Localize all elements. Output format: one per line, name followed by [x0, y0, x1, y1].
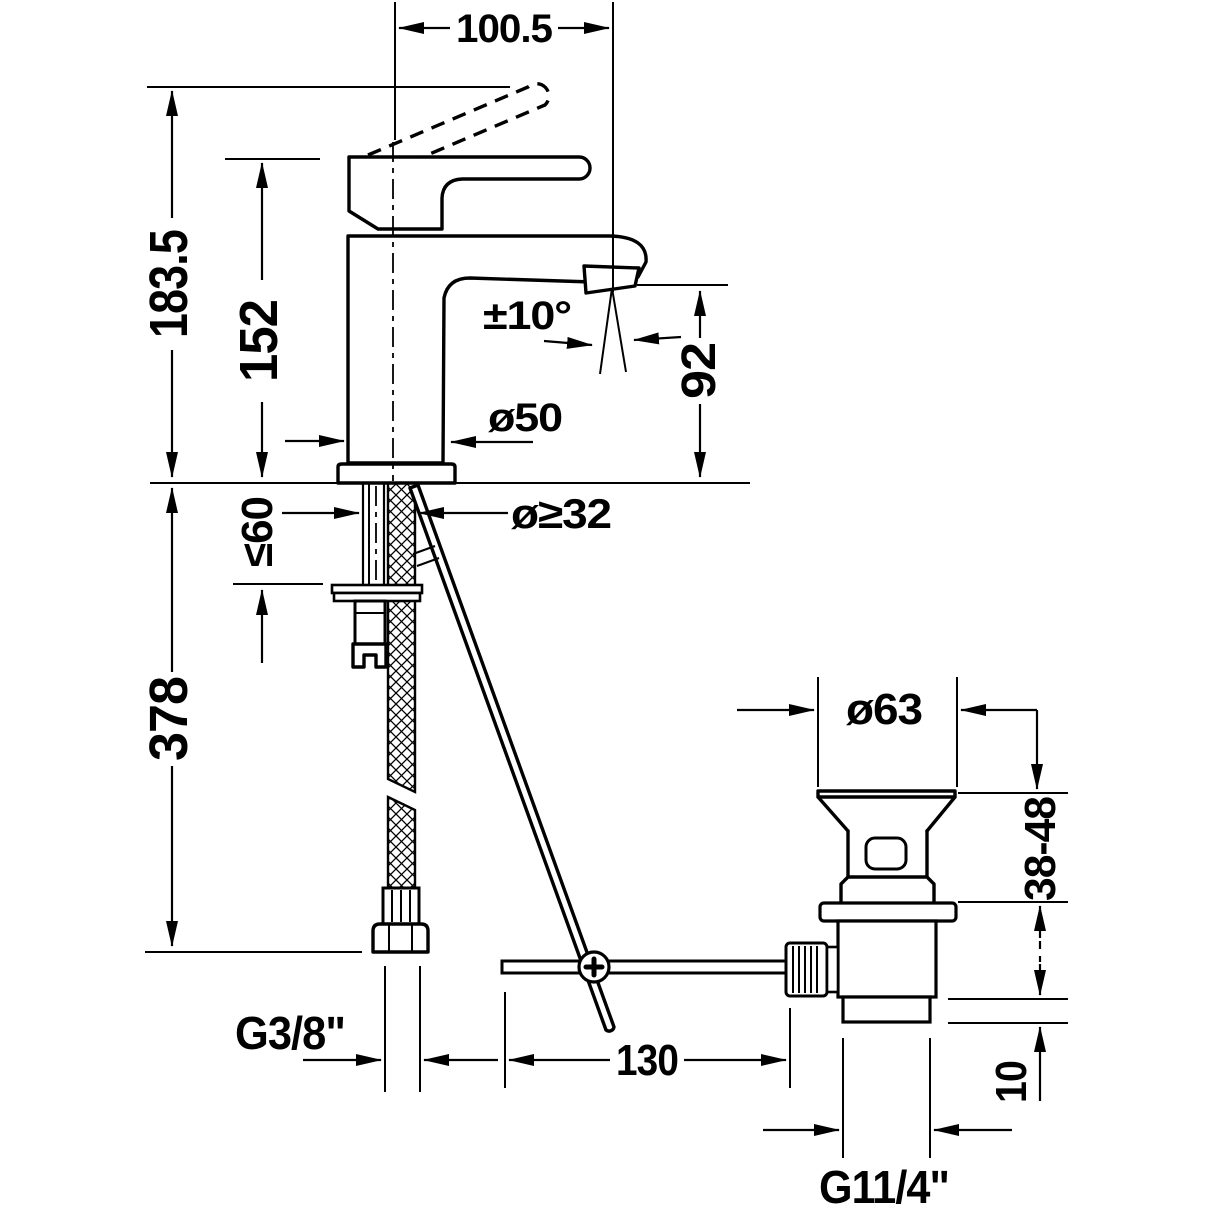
faucet-handle-raised-dashed: [367, 81, 551, 175]
dim-label-overall-height: 183.5: [139, 230, 199, 338]
rod-break-tick: [412, 545, 436, 555]
dim-label-spout-height: 92: [673, 343, 726, 399]
drain-assembly: [784, 789, 958, 1024]
faucet-base: [336, 462, 457, 485]
dim-label-flange-diameter: ø63: [846, 685, 922, 734]
shank-end-fitting: [351, 642, 388, 669]
faucet: [336, 81, 648, 598]
dim-label-clamping-range: 38-48: [1016, 796, 1065, 901]
pop-up-rod: [408, 483, 789, 1033]
horizontal-lever-rod: [500, 959, 789, 975]
dim-spout-height: 92: [637, 284, 728, 478]
drain-thread-ring: [841, 995, 932, 1024]
dim-label-rod-length: 130: [616, 1036, 678, 1085]
hose-lower-section: [386, 795, 417, 890]
dim-below-deck-length: 378: [139, 487, 362, 953]
dim-label-hole-diameter: ø≥32: [511, 490, 611, 537]
dim-hole-diameter: ø≥32: [282, 490, 612, 537]
drain-lower-flange: [818, 901, 958, 923]
knurl-collar: [825, 945, 840, 994]
dim-deck-thickness: ≤60: [233, 497, 323, 663]
drain-neck: [846, 829, 929, 879]
pull-rod-diagonal: [408, 483, 616, 1033]
hose-end-nut: [371, 922, 430, 954]
faucet-aerator: [582, 264, 641, 295]
dim-label-swivel-angle: ±10°: [483, 294, 571, 338]
dim-swivel-angle: ±10°: [483, 287, 682, 375]
dim-clamping-range: 38-48: [958, 710, 1068, 996]
drain-overflow-window: [864, 836, 908, 871]
pivot-cross-icon: [583, 956, 605, 978]
drain-tailpiece: [836, 919, 938, 999]
dim-flange-diameter: ø63: [737, 677, 1037, 787]
dim-height-to-lever: 152: [225, 158, 320, 478]
dim-label-body-diameter: ø50: [488, 396, 562, 440]
supply-hose: [371, 481, 430, 954]
dim-top-span: 100.5: [394, 2, 614, 292]
dim-rod-length: 130: [504, 992, 791, 1088]
drain-body-flare: [839, 875, 936, 905]
drain-flange: [816, 789, 957, 833]
dim-body-diameter: ø50: [285, 396, 563, 448]
mounting-nut: [353, 599, 387, 646]
dim-label-deck-thickness: ≤60: [233, 497, 282, 567]
dim-label-below-deck-length: 378: [139, 677, 199, 761]
dim-supply-connection: G3/8": [235, 966, 498, 1092]
faucet-handle: [347, 155, 592, 231]
dim-overall-height: 183.5: [139, 86, 510, 478]
dim-label-top-span: 100.5: [456, 7, 553, 51]
dim-label-drain-connection: G11/4": [819, 1161, 949, 1213]
hose-upper-section: [386, 481, 417, 794]
mounting-hardware: [330, 483, 424, 669]
rod-break-tick: [416, 557, 440, 567]
dim-tailpiece-step: 10: [948, 998, 1068, 1103]
dim-drain-connection: G11/4": [763, 1038, 1012, 1213]
dim-label-tailpiece-step: 10: [987, 1061, 1036, 1103]
dim-label-height-to-lever: 152: [229, 300, 289, 382]
dim-label-supply-connection: G3/8": [235, 1007, 345, 1059]
